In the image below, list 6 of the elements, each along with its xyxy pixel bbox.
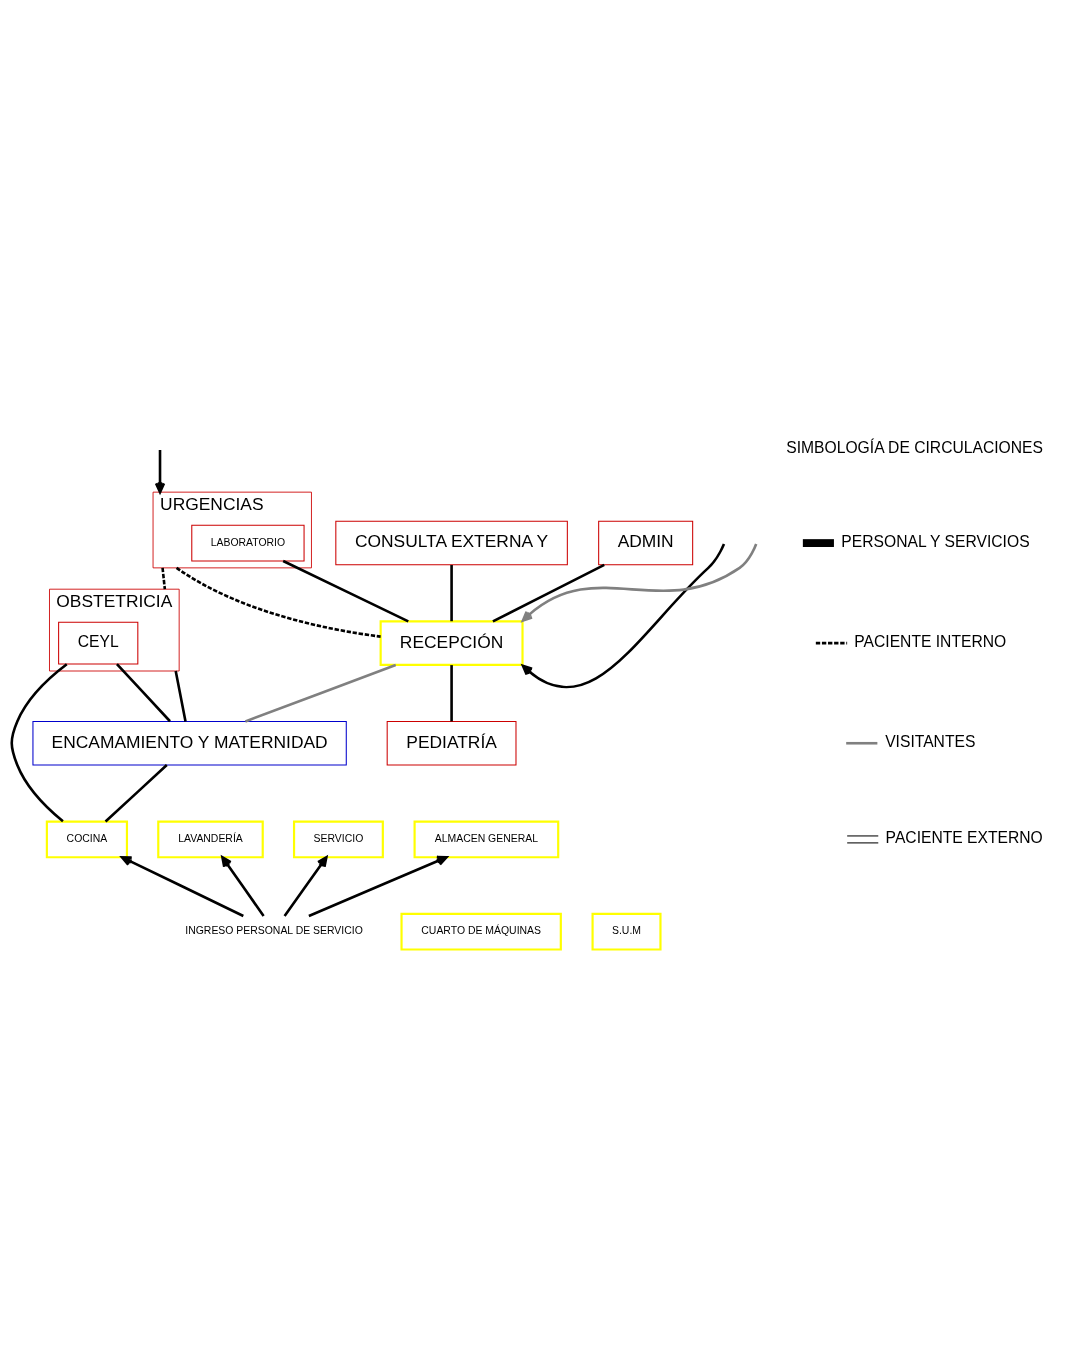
node-text: INGRESO PERSONAL DE SERVICIO <box>185 925 363 937</box>
label: SIMBOLOGÍA DE CIRCULACIONES <box>786 438 1043 456</box>
legend-label: PERSONAL Y SERVICIOS <box>841 532 1030 550</box>
legend-label: VISITANTES <box>885 733 976 751</box>
legend-label: PACIENTE EXTERNO <box>885 829 1043 847</box>
legend-label: PACIENTE INTERNO <box>854 632 1007 650</box>
